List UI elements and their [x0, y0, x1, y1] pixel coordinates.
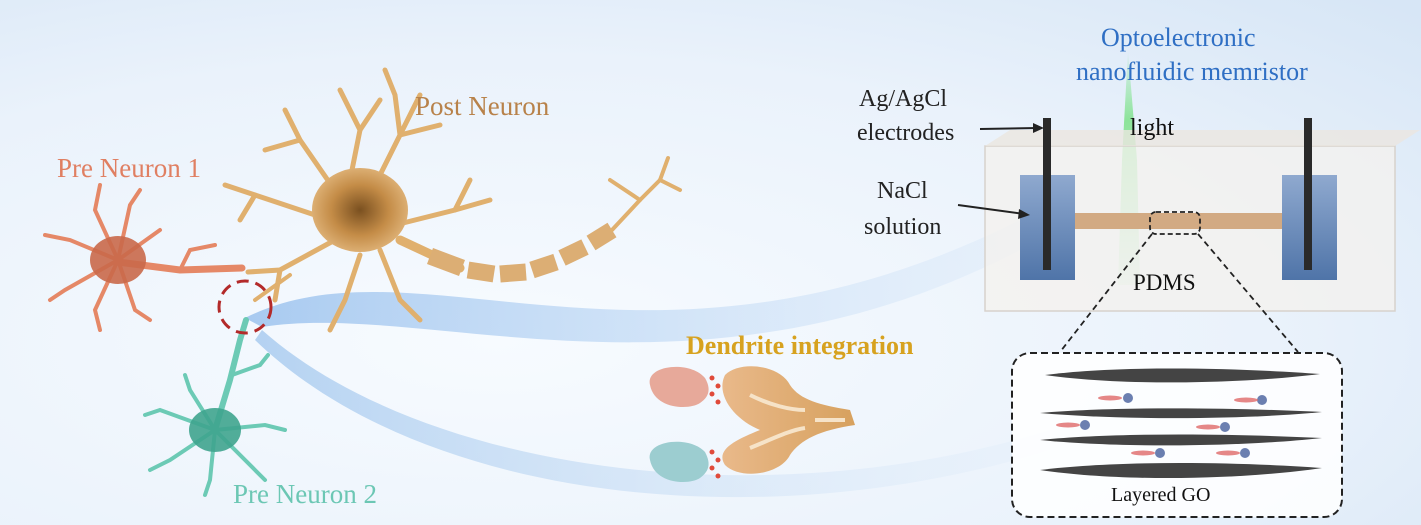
- beam-to-device: [245, 215, 1030, 343]
- pre-neuron-2-soma: [189, 408, 241, 452]
- electrode-arrow: [979, 127, 1039, 130]
- dendrite-integration-illustration: [649, 366, 855, 483]
- ions: [1080, 393, 1267, 458]
- pre-terminal-1: [649, 366, 709, 408]
- pre-terminal-2: [649, 441, 709, 483]
- synapse-highlight-circle: [217, 279, 273, 335]
- channel-zoom-box: [1149, 211, 1201, 235]
- right-electrode: [1304, 118, 1312, 270]
- go-channel: [1075, 213, 1282, 229]
- device-title-line1: Optoelectronic: [1101, 23, 1256, 52]
- zoom-line-left: [1059, 233, 1153, 353]
- memristor-device: [984, 50, 1420, 312]
- ion-trails: [1056, 395, 1258, 456]
- light-label: light: [1130, 115, 1175, 141]
- solution-label-line1: NaCl: [877, 178, 928, 204]
- integration-arrow-1: [749, 393, 806, 412]
- device-title-line2: nanofluidic memristor: [1076, 57, 1308, 86]
- solution-label-line2: solution: [864, 214, 942, 240]
- layered-go-inset: [1011, 352, 1343, 518]
- integration-arrow-2: [749, 426, 806, 450]
- go-sheets: [1040, 368, 1322, 479]
- pre-neuron-1-soma: [90, 236, 146, 284]
- electrodes-label-line2: electrodes: [857, 120, 955, 146]
- post-neuron: [222, 67, 682, 333]
- post-neuron-label: Post Neuron: [415, 91, 550, 121]
- layered-go-label: Layered GO: [1111, 484, 1211, 506]
- electrodes-label-line1: Ag/AgCl: [859, 86, 948, 112]
- post-neuron-soma: [312, 168, 408, 252]
- dendrite-integration-label: Dendrite integration: [686, 331, 914, 360]
- zoom-line-right: [1197, 233, 1299, 353]
- solution-arrow: [957, 204, 1025, 215]
- left-electrode: [1043, 118, 1051, 270]
- pre-neuron-2-label: Pre Neuron 2: [233, 479, 377, 509]
- neurotransmitter-dots: [709, 375, 721, 479]
- pre-neuron-1-label: Pre Neuron 1: [57, 153, 201, 183]
- pdms-label: PDMS: [1133, 270, 1196, 295]
